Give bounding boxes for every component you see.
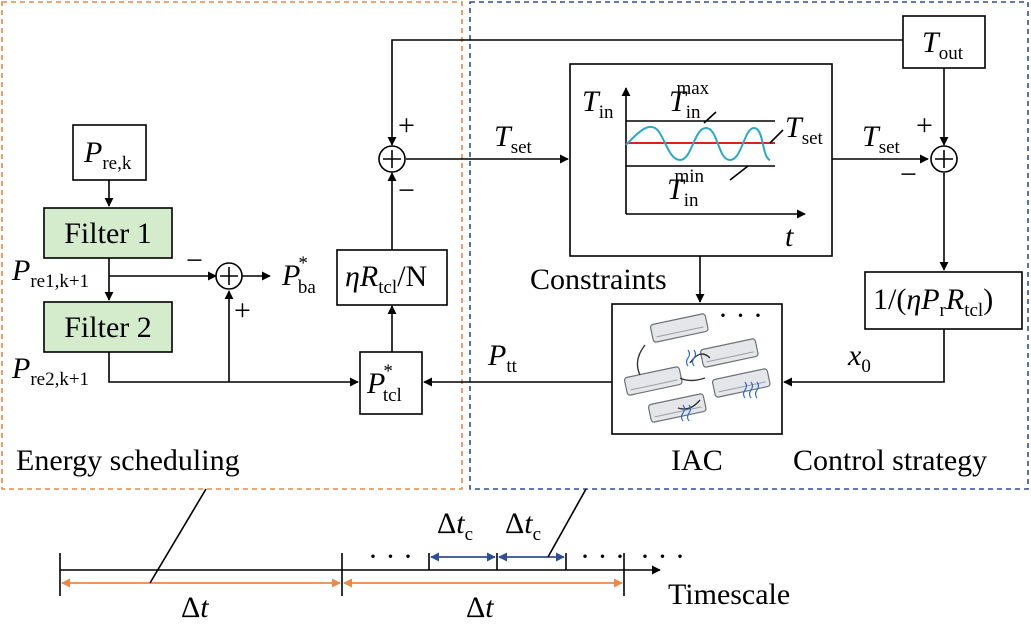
filter-1-block: [43, 207, 173, 259]
constraints-label: Constraints: [530, 263, 667, 296]
inv-gain-block: [864, 271, 1023, 330]
tset-signal-right: Tset: [862, 120, 901, 158]
constraints-plot-box: [569, 63, 833, 257]
inv-gain-label: 1/(ηPrRtcl): [873, 283, 993, 321]
iac-label: IAC: [671, 444, 723, 477]
timescale-dots-3: · · ·: [640, 540, 685, 573]
sign-minus-right: −: [900, 158, 917, 191]
filter-2-label: Filter 2: [64, 311, 152, 344]
sign-plus-pba: +: [234, 294, 251, 327]
dtc-label-2: Δtc: [505, 507, 541, 545]
filter-2-block: [43, 301, 173, 353]
control-strategy-label: Control strategy: [793, 444, 987, 477]
timescale-dots-2: · · ·: [580, 540, 625, 573]
gain-block: [336, 249, 448, 306]
sign-plus-tset-left: +: [398, 109, 415, 142]
timescale-dots-1: · · ·: [368, 540, 413, 573]
tout-label: Tout: [922, 26, 964, 64]
tset-signal-left: Tset: [494, 120, 533, 158]
ptcl-block: [359, 351, 423, 415]
ptcl-label: P*tcl: [366, 361, 402, 406]
air-conditioner-icons: [623, 313, 771, 423]
plot-xlabel: t: [785, 220, 794, 253]
tmax-label: Tinmax: [669, 78, 710, 123]
sign-plus-right: +: [916, 109, 933, 142]
sign-minus-tset-left: −: [398, 174, 415, 207]
energy-scheduling-label: Energy scheduling: [16, 444, 240, 477]
dt-label-1: Δt: [181, 591, 209, 624]
iac-dots: · · ·: [718, 299, 763, 332]
dt-label-2: Δt: [466, 591, 494, 624]
pba-label: P*ba: [281, 253, 316, 298]
tset-plot-label: Tset: [785, 111, 824, 149]
dtc-label-1: Δtc: [437, 507, 473, 545]
gain-label: ηRtcl/N: [345, 260, 427, 298]
timescale-label: Timescale: [668, 578, 790, 611]
pre-k-block: [72, 124, 147, 181]
pre-k-label: Pre,k: [83, 136, 132, 174]
tin-wave: [625, 125, 771, 162]
filter-1-label: Filter 1: [64, 217, 152, 250]
ptt-label: Ptt: [487, 339, 518, 377]
x0-label: x0: [847, 339, 871, 377]
plot-ylabel: Tin: [582, 85, 614, 123]
control-strategy-region: [469, 1, 1029, 490]
sign-minus-pba: −: [186, 244, 203, 277]
energy-scheduling-region: [1, 1, 463, 490]
tmin-label: Tinmin: [667, 166, 705, 211]
pre1-label: Pre1,k+1: [11, 254, 89, 292]
pre2-label: Pre2,k+1: [11, 352, 89, 390]
